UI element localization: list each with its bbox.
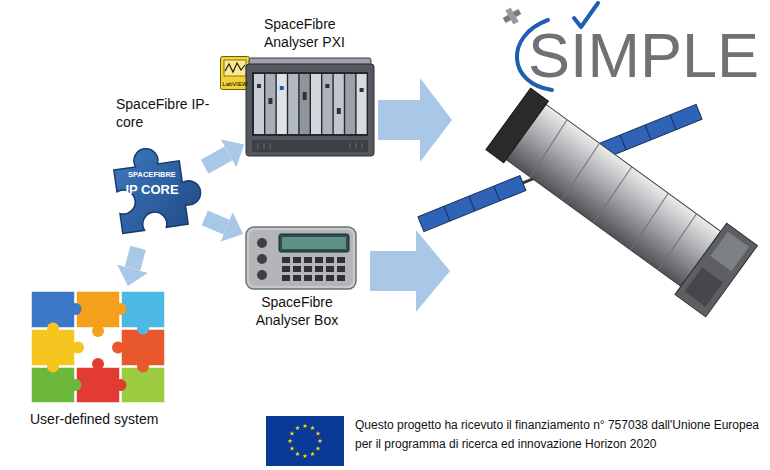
circle-heading: SpaceFibre IP-core: [116, 96, 212, 131]
analyser-circle: SpaceFibre Analyser Box: [199, 156, 411, 368]
puzzle-piece: SPACEFIBRE IP CORE: [102, 147, 202, 245]
icon-label: LabVIEW: [220, 81, 250, 89]
logo-text: SIMPLE: [528, 24, 759, 87]
user-system-puzzle: [30, 290, 166, 404]
block-arrow: [378, 78, 452, 162]
satellite-illustration: [418, 83, 757, 316]
eu-flag: [266, 416, 344, 466]
funding-note: Questo progetto ha ricevuto il finanziam…: [355, 416, 765, 454]
caption-text: User-defined system: [30, 411, 186, 429]
analyser-circle: SpaceFibre Analyser PXI: [200, 6, 420, 226]
analyser-box-device: [245, 226, 357, 290]
puzzle-caption: SPACEFIBRE: [102, 171, 202, 179]
ip-core-circle: SpaceFibre IP-core SPACEFIBRE IP CORE: [30, 63, 270, 303]
circle-heading: SpaceFibre Analyser Box: [247, 294, 347, 329]
pxi-chassis: [246, 58, 374, 158]
flow-arrow: [205, 153, 229, 166]
flow-arrow: [205, 218, 227, 227]
puzzle-title: IP CORE: [125, 183, 179, 197]
block-arrow: [370, 230, 450, 312]
circle-heading: SpaceFibre Analyser PXI: [264, 16, 360, 51]
system-illustration: User-defined system: [28, 288, 188, 433]
flow-arrow: [133, 248, 139, 269]
